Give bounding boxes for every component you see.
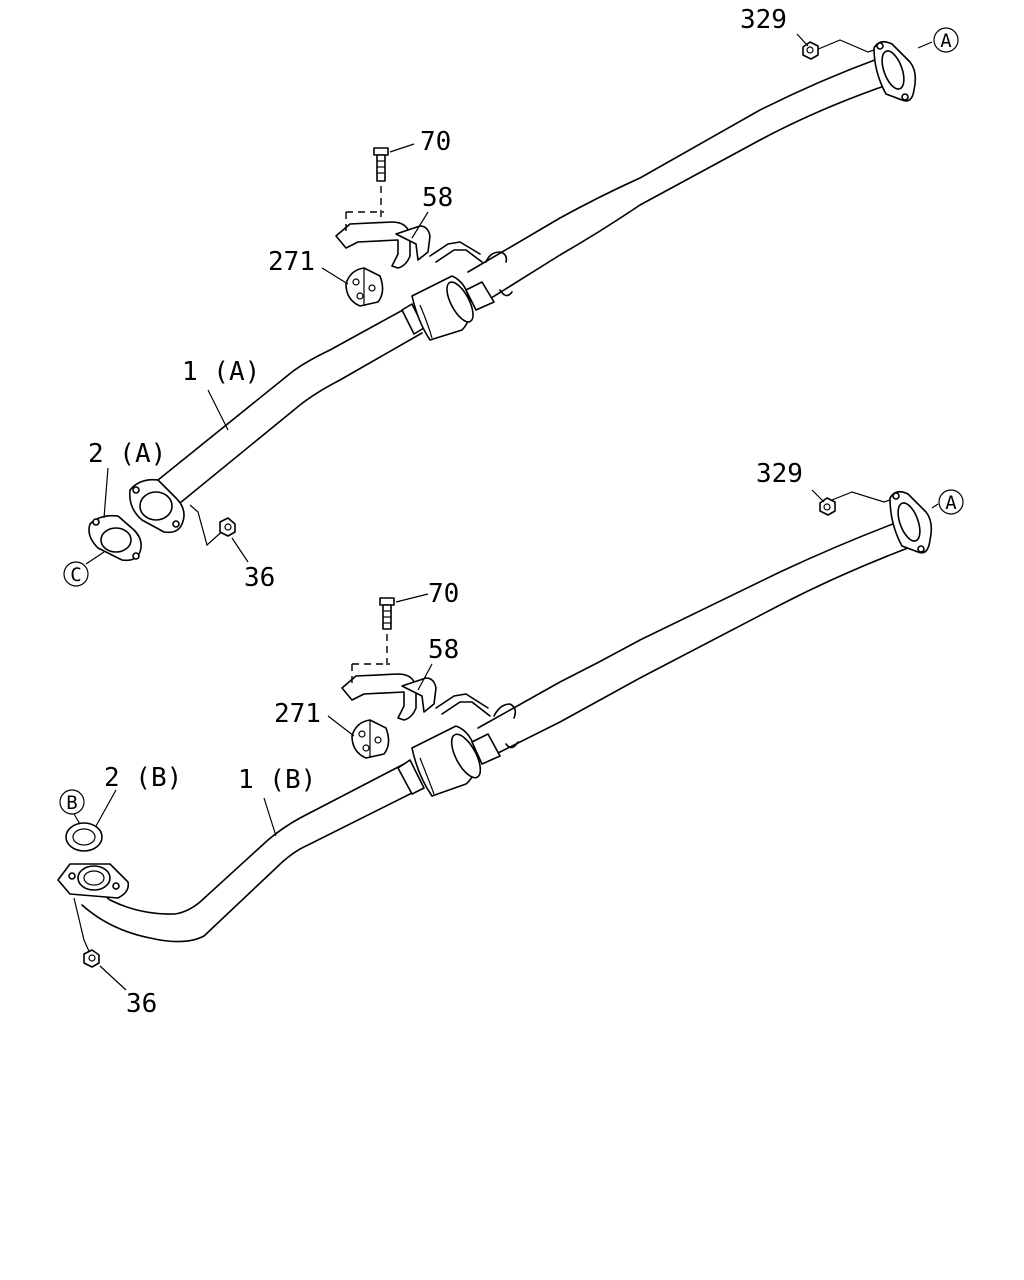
leader-271-upper bbox=[321, 267, 349, 285]
leader-329-lower bbox=[811, 489, 825, 503]
lower-catalytic-converter bbox=[397, 725, 501, 797]
leader-2a bbox=[103, 467, 109, 519]
leader-b bbox=[73, 813, 81, 825]
lower-front-flange bbox=[57, 863, 130, 899]
label-58-lower: 58 bbox=[428, 635, 459, 665]
ref-b-letter: B bbox=[66, 792, 77, 814]
lower-gasket-ring bbox=[65, 822, 103, 852]
lower-rubber-mount bbox=[351, 719, 390, 759]
lower-bracket bbox=[341, 663, 491, 721]
leader-329-upper bbox=[796, 33, 809, 47]
label-1b: 1 (B) bbox=[238, 765, 316, 795]
label-329-lower: 329 bbox=[756, 459, 803, 489]
label-70-upper: 70 bbox=[420, 127, 451, 157]
leader-a-lower bbox=[931, 503, 939, 509]
label-36-upper: 36 bbox=[244, 563, 275, 593]
upper-gasket bbox=[88, 514, 142, 562]
label-271-upper: 271 bbox=[268, 247, 315, 277]
lower-assembly: 329 70 58 271 1 (B) 2 (B) 36 B A bbox=[57, 459, 964, 1019]
upper-flange-nut bbox=[802, 41, 819, 60]
leader-36-lower bbox=[99, 965, 127, 991]
leader-58-upper bbox=[411, 211, 429, 239]
upper-bracket bbox=[335, 211, 483, 269]
leader-36-upper bbox=[231, 537, 249, 563]
ref-a-lower-letter: A bbox=[945, 492, 957, 514]
upper-rear-flange bbox=[802, 39, 917, 102]
leader-1b bbox=[263, 797, 277, 837]
leader-271-lower bbox=[327, 715, 355, 737]
ref-a-upper-letter: A bbox=[940, 30, 952, 52]
label-271-lower: 271 bbox=[274, 699, 321, 729]
leader-c bbox=[85, 551, 105, 565]
leader-1a bbox=[207, 389, 229, 431]
ref-circle-c: C bbox=[63, 561, 89, 587]
ref-circle-a-upper: A bbox=[933, 27, 959, 53]
label-1a: 1 (A) bbox=[182, 357, 260, 387]
ref-c-letter: C bbox=[70, 564, 81, 586]
upper-assembly: 329 70 58 271 1 (A) 2 (A) 36 C A bbox=[63, 5, 959, 593]
leader-58-lower bbox=[417, 663, 433, 691]
ref-circle-a-lower: A bbox=[938, 489, 964, 515]
upper-pipe bbox=[157, 57, 891, 504]
leader-70-lower bbox=[395, 593, 429, 603]
lower-bolt bbox=[379, 597, 395, 668]
label-2a: 2 (A) bbox=[88, 439, 166, 469]
ref-circle-b: B bbox=[59, 789, 85, 815]
upper-rubber-mount bbox=[345, 267, 384, 307]
label-2b: 2 (B) bbox=[104, 763, 182, 793]
lower-rear-flange bbox=[819, 490, 933, 554]
label-70-lower: 70 bbox=[428, 579, 459, 609]
leader-70-upper bbox=[389, 143, 415, 153]
upper-nut-36 bbox=[189, 504, 236, 547]
label-58-upper: 58 bbox=[422, 183, 453, 213]
leader-2b bbox=[95, 789, 117, 827]
lower-pipe bbox=[81, 521, 909, 943]
label-36-lower: 36 bbox=[126, 989, 157, 1019]
upper-bolt bbox=[373, 147, 389, 220]
leader-a-upper bbox=[917, 41, 933, 49]
upper-front-flange bbox=[128, 478, 185, 534]
lower-nut-36 bbox=[73, 897, 100, 968]
upper-catalytic-converter bbox=[401, 275, 495, 341]
label-329-upper: 329 bbox=[740, 5, 787, 35]
